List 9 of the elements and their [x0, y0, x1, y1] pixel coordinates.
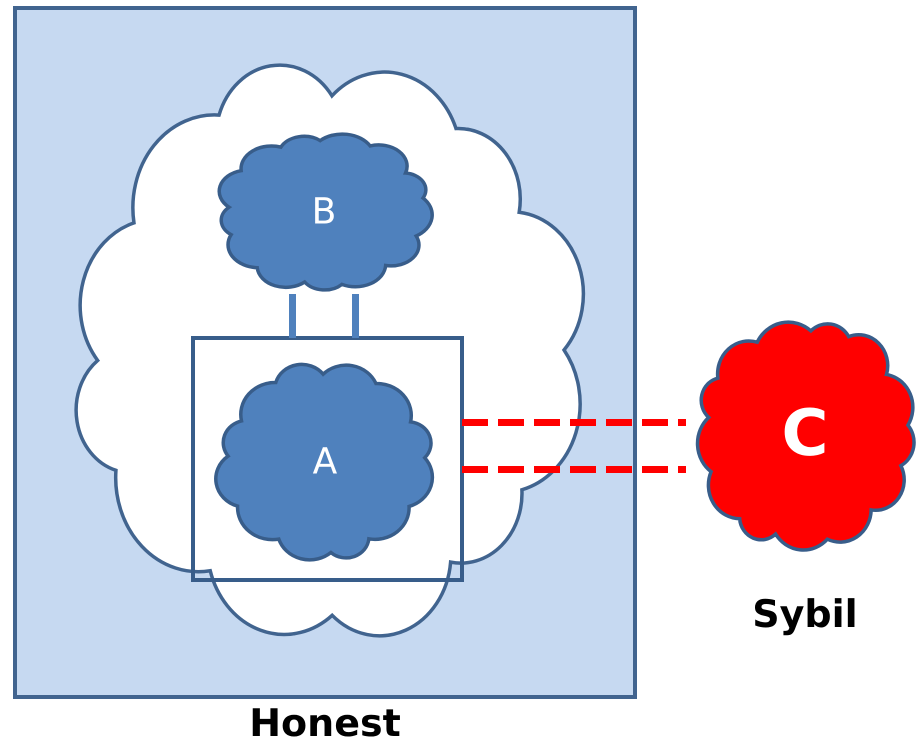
- dashed-link: [462, 466, 686, 473]
- node-label: B: [310, 191, 338, 232]
- region-label: Honest: [248, 703, 402, 745]
- node-label: A: [312, 441, 338, 482]
- node-caption: Sybil: [751, 594, 859, 636]
- dashed-link: [462, 419, 686, 426]
- node-label: C: [780, 397, 830, 471]
- link-line: [352, 294, 359, 338]
- link-line: [289, 294, 296, 338]
